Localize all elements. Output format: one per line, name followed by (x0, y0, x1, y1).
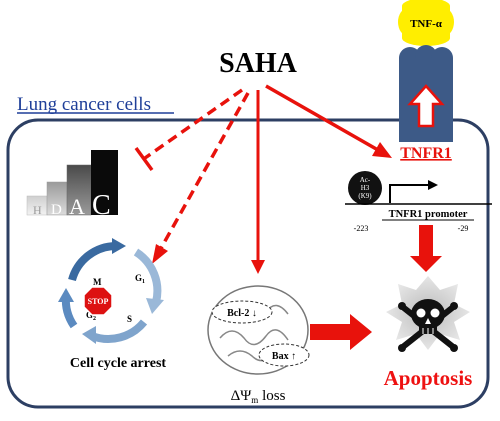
inhibition-arrow-hdac (143, 88, 244, 160)
transcription-start-arrow (389, 184, 430, 203)
tnfr1-label: TNFR1 (400, 145, 452, 162)
dashed-arrow-cell-cycle (158, 92, 250, 251)
cell-cycle-caption: Cell cycle arrest (70, 356, 166, 371)
hdac-graphic: H D A C (26, 150, 118, 221)
receptor-up-arrow (407, 84, 445, 128)
arrowhead-cell-cycle (152, 244, 168, 264)
histone-line2: H3 (361, 184, 370, 192)
hdac-letter-c: C (92, 190, 111, 221)
cell-cycle-diagram: M G1 S G2 STOP (58, 238, 164, 344)
phase-g1: G1 (135, 273, 145, 285)
promoter-label: TNFR1 promoter (389, 209, 468, 220)
skull-crossbones-icon (398, 299, 458, 352)
hdac-letter-d: D (51, 202, 62, 218)
bcl2-label: Bcl-2 ↓ (227, 308, 257, 319)
arrow-tnfr1 (265, 84, 379, 152)
stop-sign-text: STOP (88, 297, 109, 306)
histone-line3: (K9) (358, 192, 372, 200)
phase-s: S (127, 314, 132, 324)
cycle-arrowhead-top (112, 238, 126, 254)
bcl2-bubble (211, 300, 273, 324)
hdac-letter-a: A (69, 194, 85, 219)
histone-acetylation-mark (348, 171, 382, 205)
membrane-potential-caption: ΔΨm loss (231, 388, 286, 405)
arrow-promoter-to-apoptosis (410, 225, 442, 272)
cycle-arrowhead-right (146, 298, 164, 314)
phase-g2: G2 (86, 310, 96, 322)
histone-line1: Ac- (360, 176, 371, 184)
cycle-arc-right (133, 248, 162, 303)
tnf-alpha-ligand (398, 0, 454, 46)
arrowhead-mitochondria (251, 260, 265, 274)
bax-bubble (258, 343, 310, 367)
bax-label: Bax ↑ (272, 351, 296, 362)
cycle-arrowhead-bottom (82, 326, 96, 344)
arrow-mito-to-apoptosis (310, 314, 372, 350)
phase-m: M (93, 277, 102, 287)
tnfr1-receptor (399, 45, 453, 142)
promoter-start: -223 (354, 224, 369, 233)
cycle-arc-bottom (90, 319, 148, 343)
cycle-arc-top (68, 242, 117, 282)
tnf-alpha-label: TNF-α (410, 18, 443, 30)
inhibition-bar (134, 146, 154, 172)
title: SAHA (219, 48, 298, 79)
hdac-bar-c (91, 150, 118, 215)
transcription-arrowhead (428, 180, 438, 190)
cell-membrane (6, 118, 490, 409)
stop-sign-icon (83, 286, 113, 316)
hdac-letter-h: H (33, 203, 42, 217)
promoter-end: -29 (458, 224, 469, 233)
arrowhead-tnfr1 (372, 142, 392, 158)
apoptosis-label: Apoptosis (384, 366, 473, 390)
cell-label: Lung cancer cells (17, 94, 151, 115)
cycle-arrowhead-left (58, 288, 74, 302)
